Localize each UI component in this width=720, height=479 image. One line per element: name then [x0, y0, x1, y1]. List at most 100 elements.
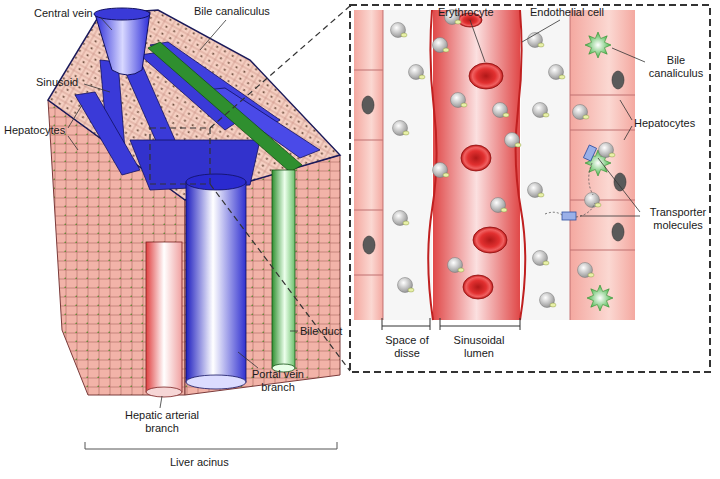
- erythrocytes-part: [469, 63, 503, 89]
- leader-lines-part: [68, 105, 82, 128]
- part-label: Hepatic arterial branch: [118, 409, 206, 435]
- sinusoid-detail-part: [382, 318, 520, 330]
- leader-lines-part: [612, 48, 645, 62]
- solute-molecules-part: [443, 173, 449, 177]
- part-label: Central vein: [34, 7, 106, 20]
- solute-molecules-part: [583, 115, 589, 119]
- part-label: Hepatocytes: [4, 124, 72, 137]
- sinusoid-detail-part: [350, 5, 710, 372]
- solute-molecules-part: [550, 303, 556, 307]
- part-label: Erythrocyte: [438, 6, 508, 19]
- sinusoid-detail-part-part: [354, 275, 383, 276]
- part-label: Endothelial cell: [530, 6, 620, 19]
- leader-lines-part: [84, 84, 110, 92]
- erythrocytes-part: [473, 227, 507, 253]
- transporter-symbol-part: [562, 212, 576, 220]
- cell-nuclei-part: [363, 236, 375, 254]
- sinusoid-detail-part: [521, 10, 569, 320]
- leader-lines-part: [100, 17, 112, 30]
- bile-duct: [272, 170, 295, 368]
- part-label: Sinusoid: [36, 76, 86, 89]
- solute-molecules-part: [443, 48, 449, 52]
- part-label: Bile canaliculus: [642, 54, 710, 80]
- sinusoid-detail-part: [428, 10, 525, 320]
- sinusoid-detail-part: [433, 10, 520, 320]
- cell-nuclei-part: [612, 223, 624, 241]
- leader-lines-part: [620, 100, 632, 120]
- part-label: Liver acinus: [170, 456, 250, 469]
- sinusoid-detail-part-part: [382, 326, 430, 327]
- zoom-lines: [150, 6, 350, 371]
- acinus-bracket-part: [85, 449, 337, 450]
- sinusoid-detail-part-part: [570, 10, 571, 320]
- cell-nuclei-part: [362, 96, 374, 114]
- sinusoid-detail-part: [351, 6, 710, 371]
- solute-molecules-part: [543, 261, 549, 265]
- liver-wedge-part: [94, 8, 150, 20]
- leader-lines-part: [200, 20, 226, 50]
- sinusoid-detail-part-part: [520, 318, 521, 330]
- solute-molecules: [391, 10, 616, 308]
- solute-molecules-part: [609, 153, 615, 157]
- leader-lines-part: [580, 216, 640, 217]
- sinusoid-detail-part-part: [354, 140, 383, 141]
- solute-molecules-part: [559, 75, 565, 79]
- part-label: Sinusoidal lumen: [446, 334, 512, 360]
- hepatic-artery: [146, 242, 182, 392]
- cell-nuclei: [362, 71, 626, 254]
- sinusoid-detail-part-part: [382, 318, 383, 330]
- sinusoid-detail-part-part: [570, 250, 635, 251]
- part-label: Bile canaliculus: [194, 5, 284, 18]
- solute-molecules-part: [455, 20, 461, 24]
- leader-lines-part: [624, 126, 632, 140]
- sinusoid-detail-part-part: [570, 130, 635, 131]
- part-label: Bile duct: [300, 325, 352, 338]
- solute-molecules-part: [588, 273, 594, 277]
- solute-molecules-part: [538, 43, 544, 47]
- part-label: Space of disse: [380, 334, 434, 360]
- solute-molecules-part: [538, 193, 544, 197]
- liver-wedge-part: [48, 10, 340, 200]
- leader-lines-part: [160, 396, 162, 408]
- sinusoid-detail-part: [545, 163, 595, 217]
- sinusoid-detail-part: [354, 10, 635, 320]
- erythrocytes: [458, 13, 507, 299]
- solute-molecules-part: [403, 131, 409, 135]
- acinus-bracket-part: [85, 442, 86, 449]
- solute-molecules-part: [403, 221, 409, 225]
- leader-lines-part: [522, 20, 560, 42]
- solute-molecules-part: [401, 33, 407, 37]
- acinus-bracket: [85, 442, 337, 449]
- leader-lines: [68, 17, 645, 408]
- sinusoid-detail-part-part: [383, 10, 384, 320]
- transporter-symbol: [562, 145, 597, 220]
- sinusoid-detail-part-part: [570, 95, 635, 96]
- leader-lines-part: [598, 158, 640, 212]
- sinusoid-detail-part: [570, 10, 635, 320]
- liver-wedge-part: [185, 155, 340, 395]
- canaliculus-stars-part: [585, 32, 611, 58]
- portal-vein: [186, 182, 246, 382]
- sinusoid-detail-part-part: [589, 163, 593, 195]
- sinusoid-detail-part-part: [440, 318, 441, 330]
- zoom-lines-part: [210, 6, 350, 128]
- sinusoid-detail-part-part: [570, 200, 635, 201]
- part-label: Transporter molecules: [642, 206, 714, 232]
- liver-wedge: [48, 8, 340, 397]
- zoom-lines-part: [210, 184, 350, 371]
- cell-nuclei-part: [614, 173, 626, 191]
- sinusoid-detail-part-part: [516, 10, 526, 320]
- part-label: Hepatocytes: [634, 117, 706, 130]
- liver-wedge-part: [186, 174, 246, 190]
- leader-lines-part: [290, 331, 298, 332]
- sinusoid-detail-part-part: [576, 203, 595, 217]
- solute-molecules-part: [503, 113, 509, 117]
- sinusoid-detail: [350, 5, 710, 372]
- part-label: Portal vein branch: [244, 368, 312, 394]
- sinusoid-detail-part-part: [430, 318, 431, 330]
- solute-molecules-part: [515, 143, 521, 147]
- sinusoid-channels-part: [75, 92, 140, 175]
- cell-nuclei-part: [612, 71, 624, 89]
